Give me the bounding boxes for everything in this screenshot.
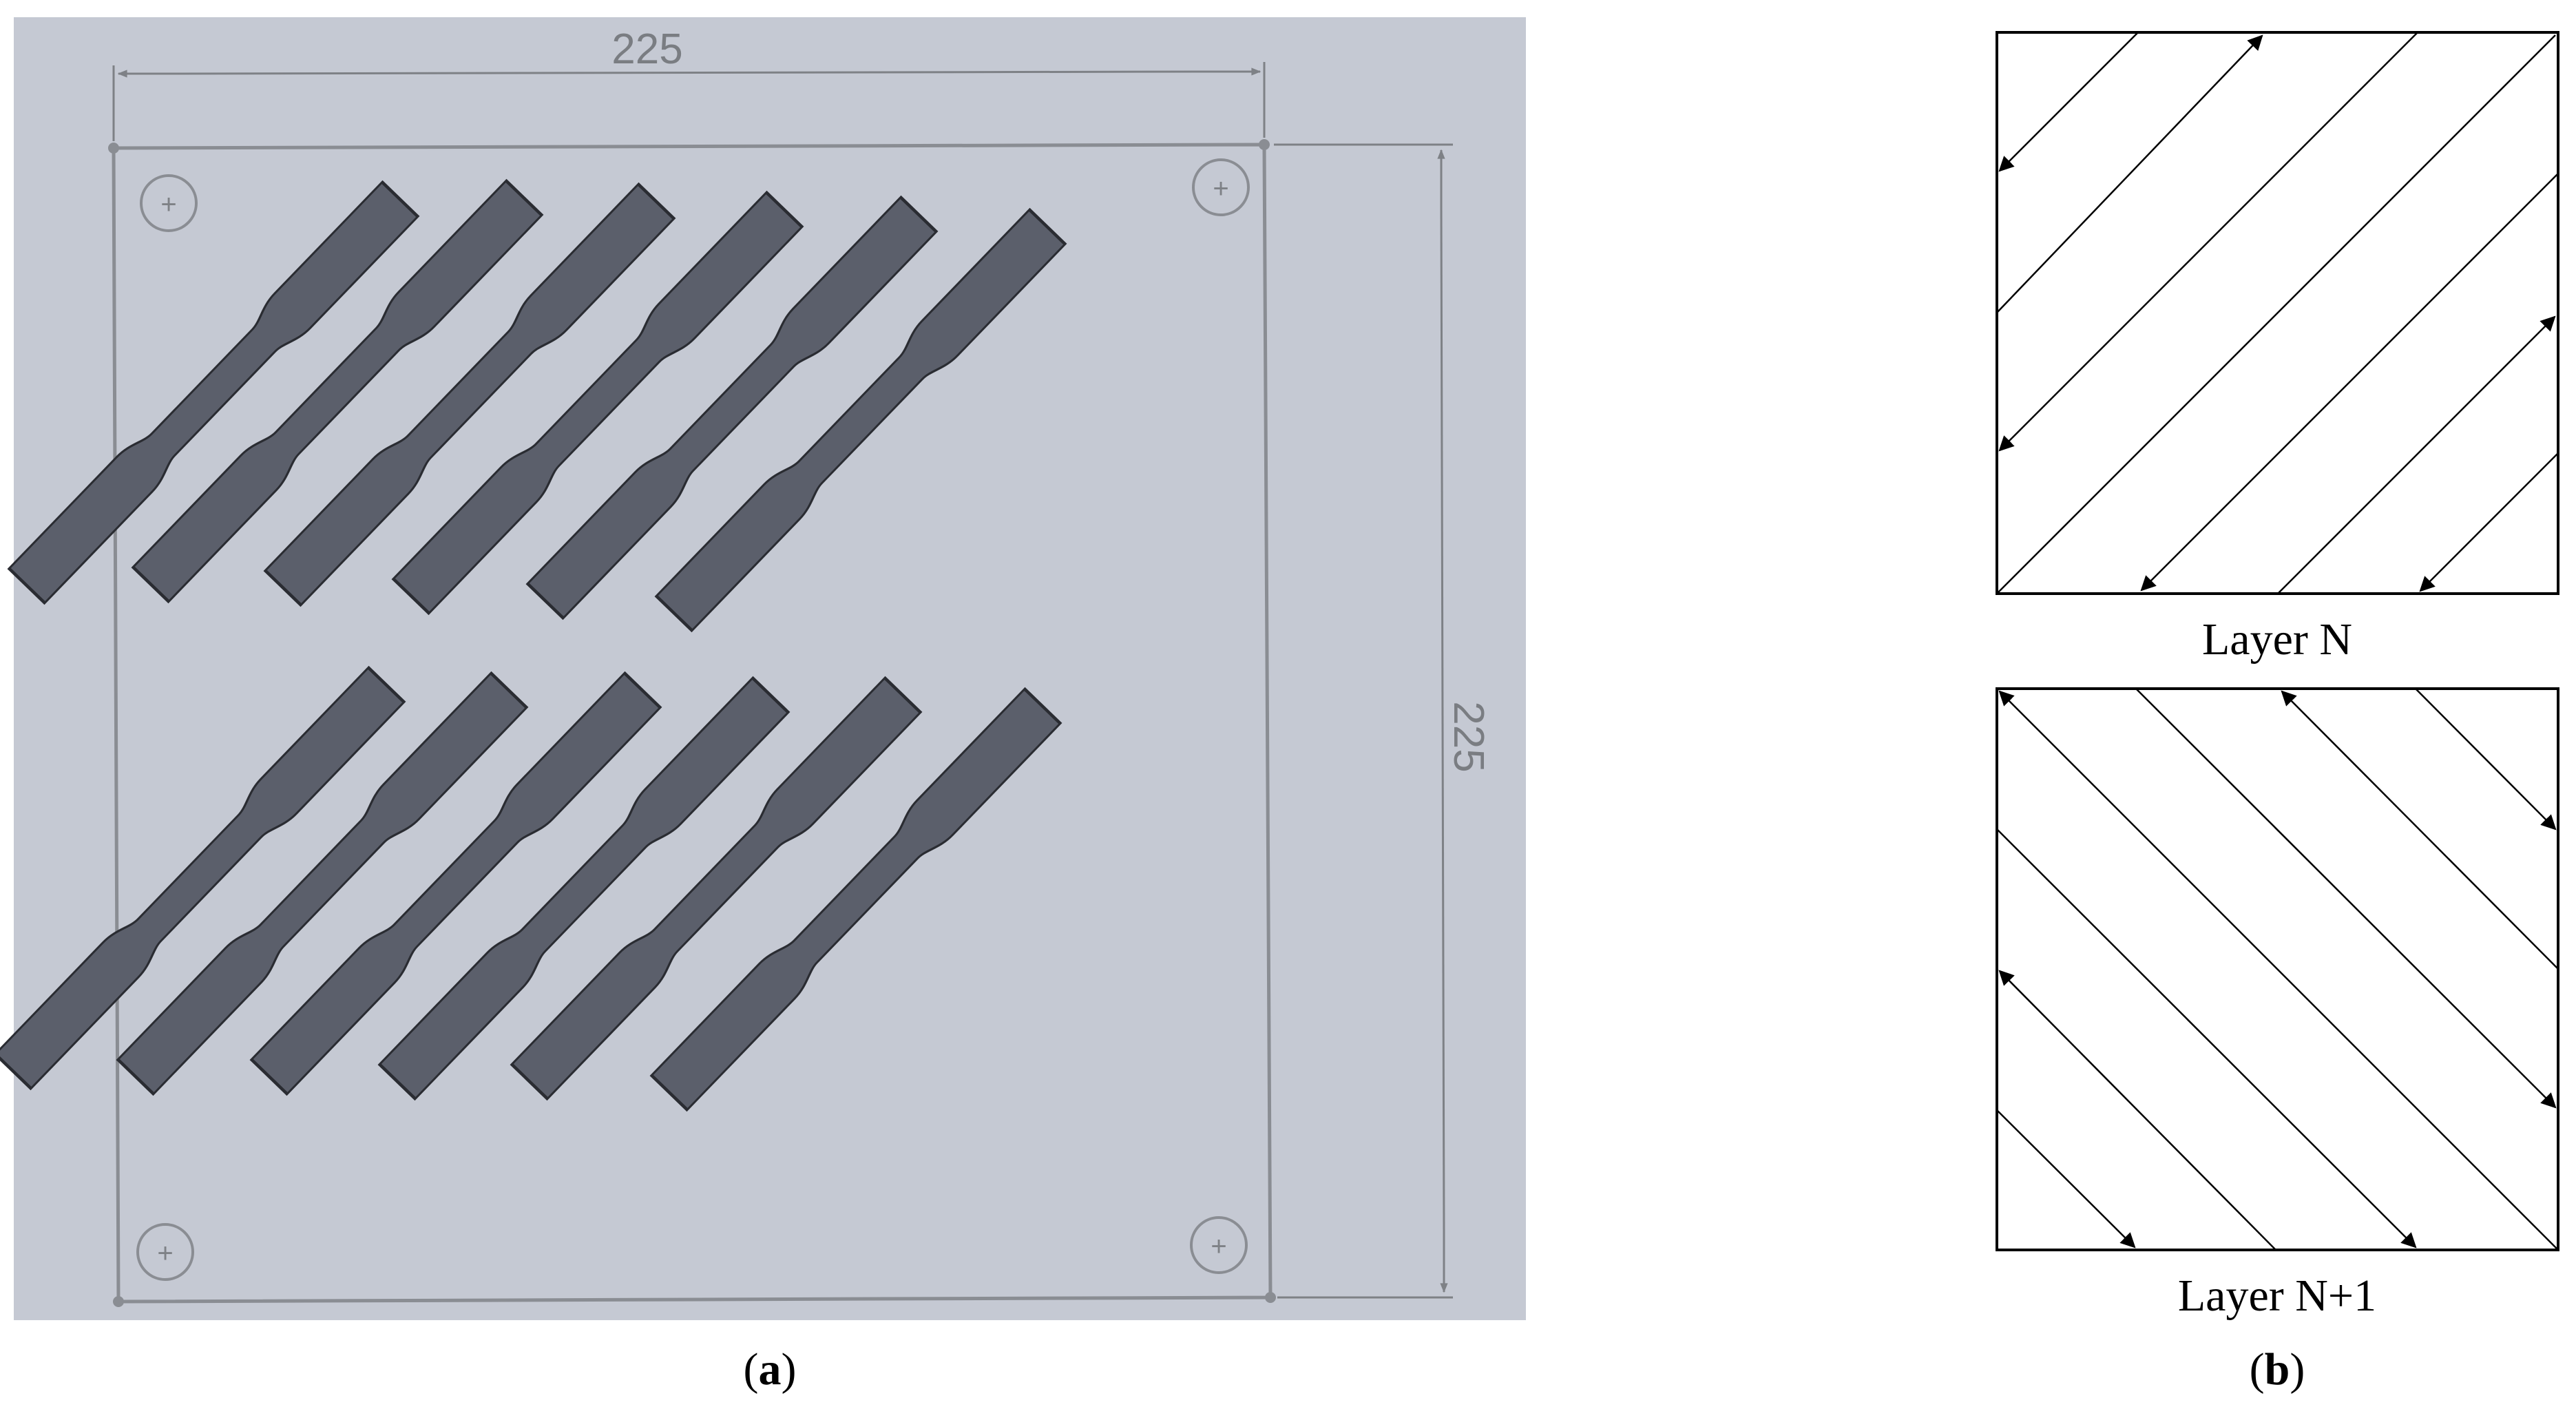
tensile-specimen xyxy=(7,180,420,605)
tensile-specimen xyxy=(263,182,676,607)
hole-marker: + xyxy=(1211,1231,1226,1262)
mounting-hole-bottom-left: + xyxy=(136,1223,194,1281)
height-dimension-label: 225 xyxy=(1445,701,1492,772)
tensile-specimen xyxy=(116,671,529,1096)
layer-n-raster-lines xyxy=(1996,32,2559,594)
tensile-specimen xyxy=(377,676,790,1101)
raster-path xyxy=(1996,1109,2136,1249)
raster-path xyxy=(2140,173,2559,592)
tensile-specimen xyxy=(131,178,544,604)
raster-path xyxy=(2277,315,2556,594)
layer-n1-diagram: Layer N+1 xyxy=(1996,687,2559,1321)
tensile-specimen xyxy=(525,195,939,620)
tensile-specimen xyxy=(249,671,662,1096)
raster-path xyxy=(2419,452,2559,592)
caption-b: (b) xyxy=(2250,1344,2305,1395)
raster-path xyxy=(2415,688,2557,831)
hole-marker: + xyxy=(160,189,176,220)
caption-a: (a) xyxy=(744,1344,797,1395)
tensile-specimen xyxy=(649,687,1062,1112)
mounting-hole-top-right: + xyxy=(1192,158,1250,216)
raster-path xyxy=(1996,34,2263,313)
tensile-specimen xyxy=(510,676,923,1101)
height-dimension xyxy=(1274,143,1453,1299)
raster-path xyxy=(2135,688,2557,1109)
raster-path xyxy=(1998,32,2418,452)
mounting-hole-bottom-right: + xyxy=(1190,1216,1248,1274)
layer-n-label: Layer N xyxy=(2202,614,2352,665)
mounting-hole-top-left: + xyxy=(140,174,198,232)
tensile-specimen xyxy=(391,190,804,616)
width-dimension xyxy=(112,62,1266,141)
tensile-specimens xyxy=(0,178,1067,1112)
width-dimension-label: 225 xyxy=(611,25,682,73)
raster-path xyxy=(1996,828,2417,1249)
raster-path xyxy=(2281,690,2559,970)
panel-a: 225 225 + + + + (a) xyxy=(0,17,1526,1395)
raster-path xyxy=(1998,690,2559,1251)
plate-corner-points xyxy=(108,139,1276,1307)
tensile-specimen xyxy=(654,207,1067,633)
raster-path xyxy=(1998,32,2139,172)
hole-marker: + xyxy=(1213,174,1228,204)
raster-path xyxy=(1998,970,2276,1251)
panel-b: Layer N Layer N+1 (b) xyxy=(1996,31,2559,1395)
hole-marker: + xyxy=(157,1238,173,1269)
layer-n1-label: Layer N+1 xyxy=(2178,1271,2376,1321)
layer-n1-raster-lines xyxy=(1996,688,2559,1251)
layer-n-diagram: Layer N xyxy=(1996,31,2559,665)
raster-path xyxy=(1996,34,2556,594)
tensile-specimen xyxy=(0,665,406,1091)
